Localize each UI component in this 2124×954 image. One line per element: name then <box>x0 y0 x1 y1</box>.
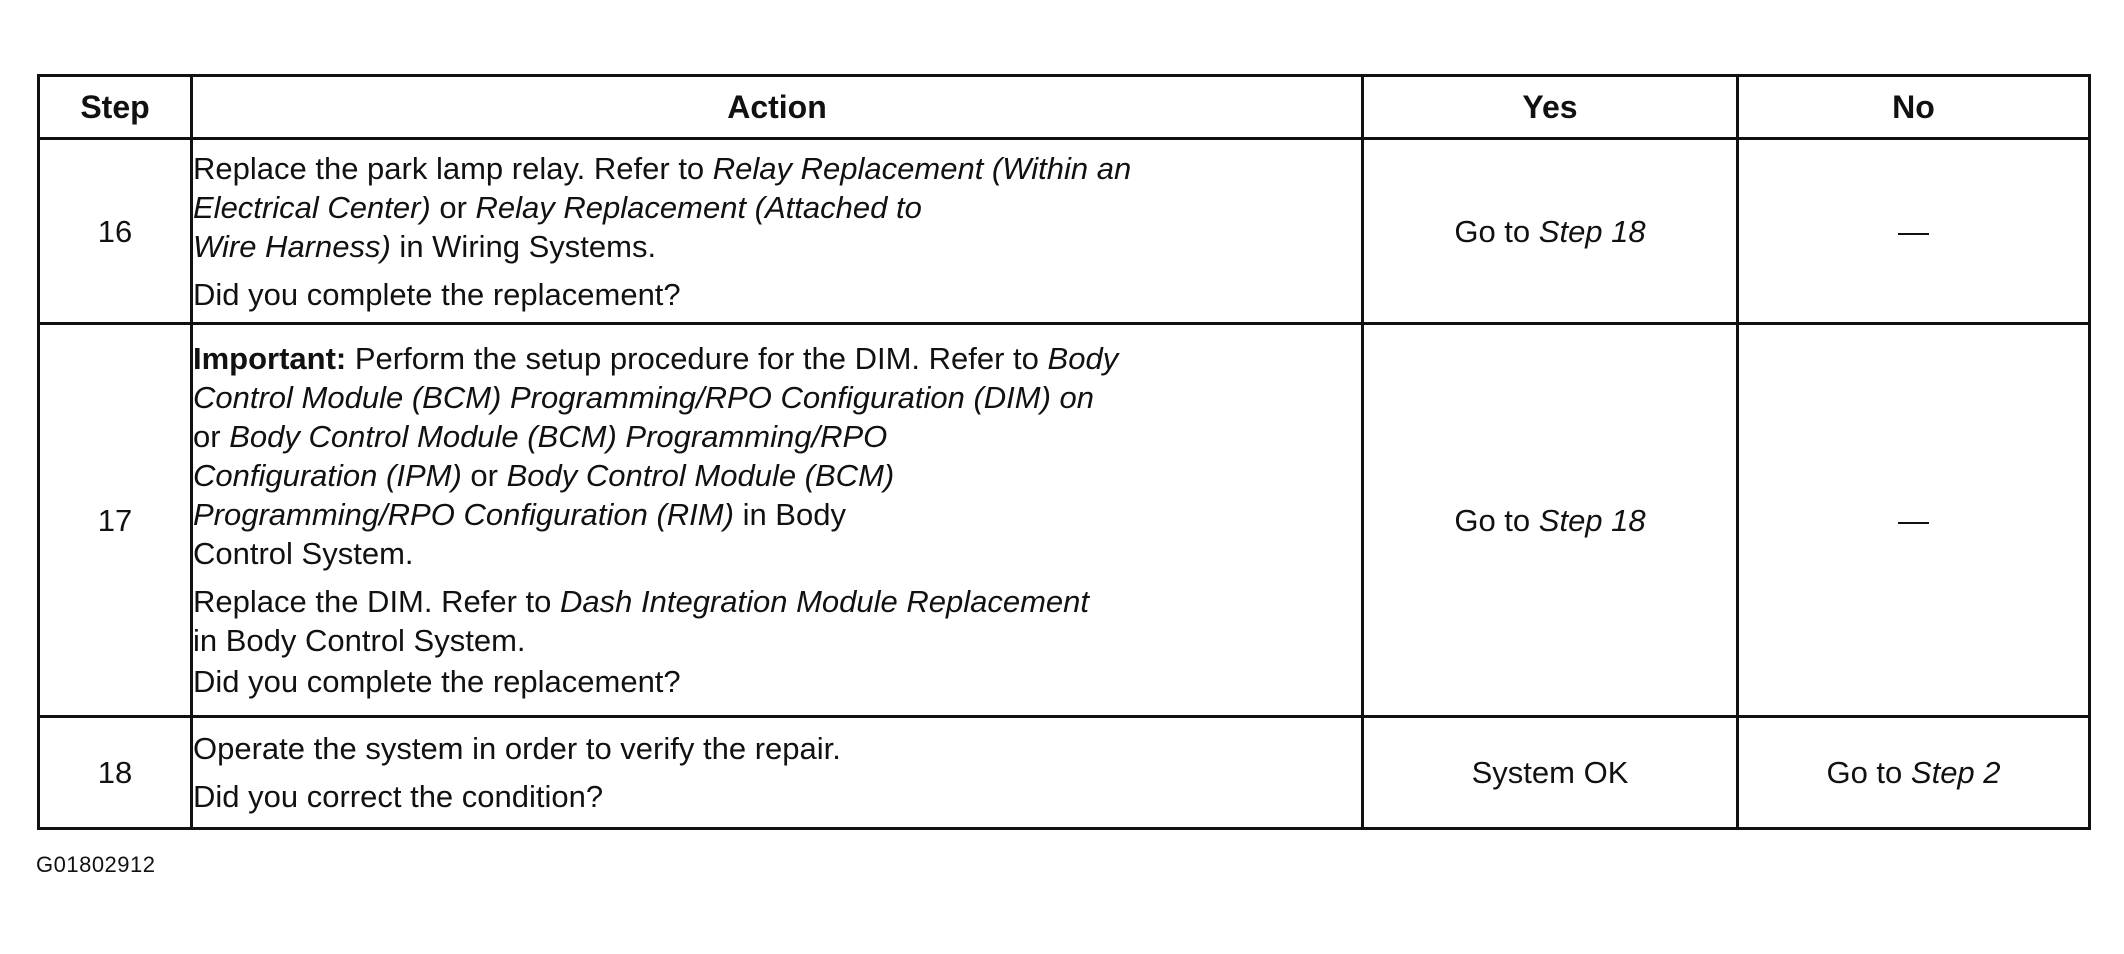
no-step-ref: Step 2 <box>1910 755 2001 790</box>
text-run: or <box>193 419 230 454</box>
italic-reference: Wire Harness) <box>193 228 391 264</box>
question-text: Did you complete the replacement? <box>193 664 681 699</box>
text-run: in Body Control System. <box>193 623 526 658</box>
header-yes: Yes <box>1361 74 1739 140</box>
header-step: Step <box>37 74 193 140</box>
replace-paragraph: Replace the DIM. Refer to Dash Integrati… <box>193 582 1361 660</box>
text-run: Perform the setup procedure for the DIM.… <box>346 341 1048 376</box>
header-action: Action <box>190 74 1364 140</box>
italic-reference: Body Control Module (BCM) <box>506 458 895 493</box>
text-run: or <box>461 458 507 493</box>
step-number: 18 <box>37 715 193 830</box>
yes-cell: System OK <box>1361 715 1739 830</box>
diagnostic-table: Step Action Yes No 16 Replace the park l… <box>37 74 2091 830</box>
yes-result: System OK <box>1471 755 1629 790</box>
header-no: No <box>1736 74 2091 140</box>
header-row: Step Action Yes No <box>37 74 2091 140</box>
yes-prefix: Go to <box>1454 502 1539 538</box>
step-number: 17 <box>37 322 193 718</box>
italic-reference: Dash Integration Module Replacement <box>560 584 1090 619</box>
action-cell: Operate the system in order to verify th… <box>190 715 1364 830</box>
text-run: in Body <box>733 497 846 532</box>
action-cell: Replace the park lamp relay. Refer to Re… <box>190 137 1364 325</box>
yes-step-ref: Step 18 <box>1538 213 1646 249</box>
important-paragraph: Important: Perform the setup procedure f… <box>193 339 1361 573</box>
text-run: Replace the park lamp relay. Refer to <box>193 150 713 186</box>
italic-reference: Relay Replacement (Within an <box>712 150 1132 186</box>
no-prefix: Go to <box>1826 755 1911 790</box>
text-run: Control System. <box>193 536 414 571</box>
yes-cell: Go to Step 18 <box>1361 322 1739 718</box>
no-cell: — <box>1736 322 2091 718</box>
yes-step-ref: Step 18 <box>1538 502 1646 538</box>
question-text: Did you complete the replacement? <box>193 276 681 312</box>
italic-reference: Body <box>1047 341 1119 376</box>
action-paragraph: Replace the park lamp relay. Refer to Re… <box>193 149 1361 266</box>
step-number: 16 <box>37 137 193 325</box>
text-run: or <box>430 189 476 225</box>
important-text: Perform the setup procedure for the DIM.… <box>193 341 1118 571</box>
no-cell: Go to Step 2 <box>1736 715 2091 830</box>
yes-cell: Go to Step 18 <box>1361 137 1739 325</box>
figure-id: G01802912 <box>36 852 156 877</box>
action-cell: Important: Perform the setup procedure f… <box>190 322 1364 718</box>
italic-reference: Relay Replacement (Attached to <box>475 189 922 225</box>
table-row: 16 Replace the park lamp relay. Refer to… <box>37 137 2091 325</box>
italic-reference: Control Module (BCM) Programming/RPO Con… <box>193 380 1095 415</box>
no-cell: — <box>1736 137 2091 325</box>
italic-reference: Body Control Module (BCM) Programming/RP… <box>229 419 888 454</box>
question-text: Did you correct the condition? <box>193 779 604 814</box>
text-run: Replace the DIM. Refer to <box>193 584 560 619</box>
table-row: 18 Operate the system in order to verify… <box>37 715 2091 830</box>
italic-reference: Programming/RPO Configuration (RIM) <box>193 497 734 532</box>
important-label: Important: <box>193 341 347 376</box>
italic-reference: Configuration (IPM) <box>193 458 462 493</box>
no-dash: — <box>1898 213 1929 249</box>
text-run: in Wiring Systems. <box>390 228 657 264</box>
table-row: 17 Important: Perform the setup procedur… <box>37 322 2091 718</box>
italic-reference: Electrical Center) <box>193 189 431 225</box>
action-paragraph: Operate the system in order to verify th… <box>193 731 841 766</box>
no-dash: — <box>1898 502 1929 538</box>
yes-prefix: Go to <box>1454 213 1539 249</box>
